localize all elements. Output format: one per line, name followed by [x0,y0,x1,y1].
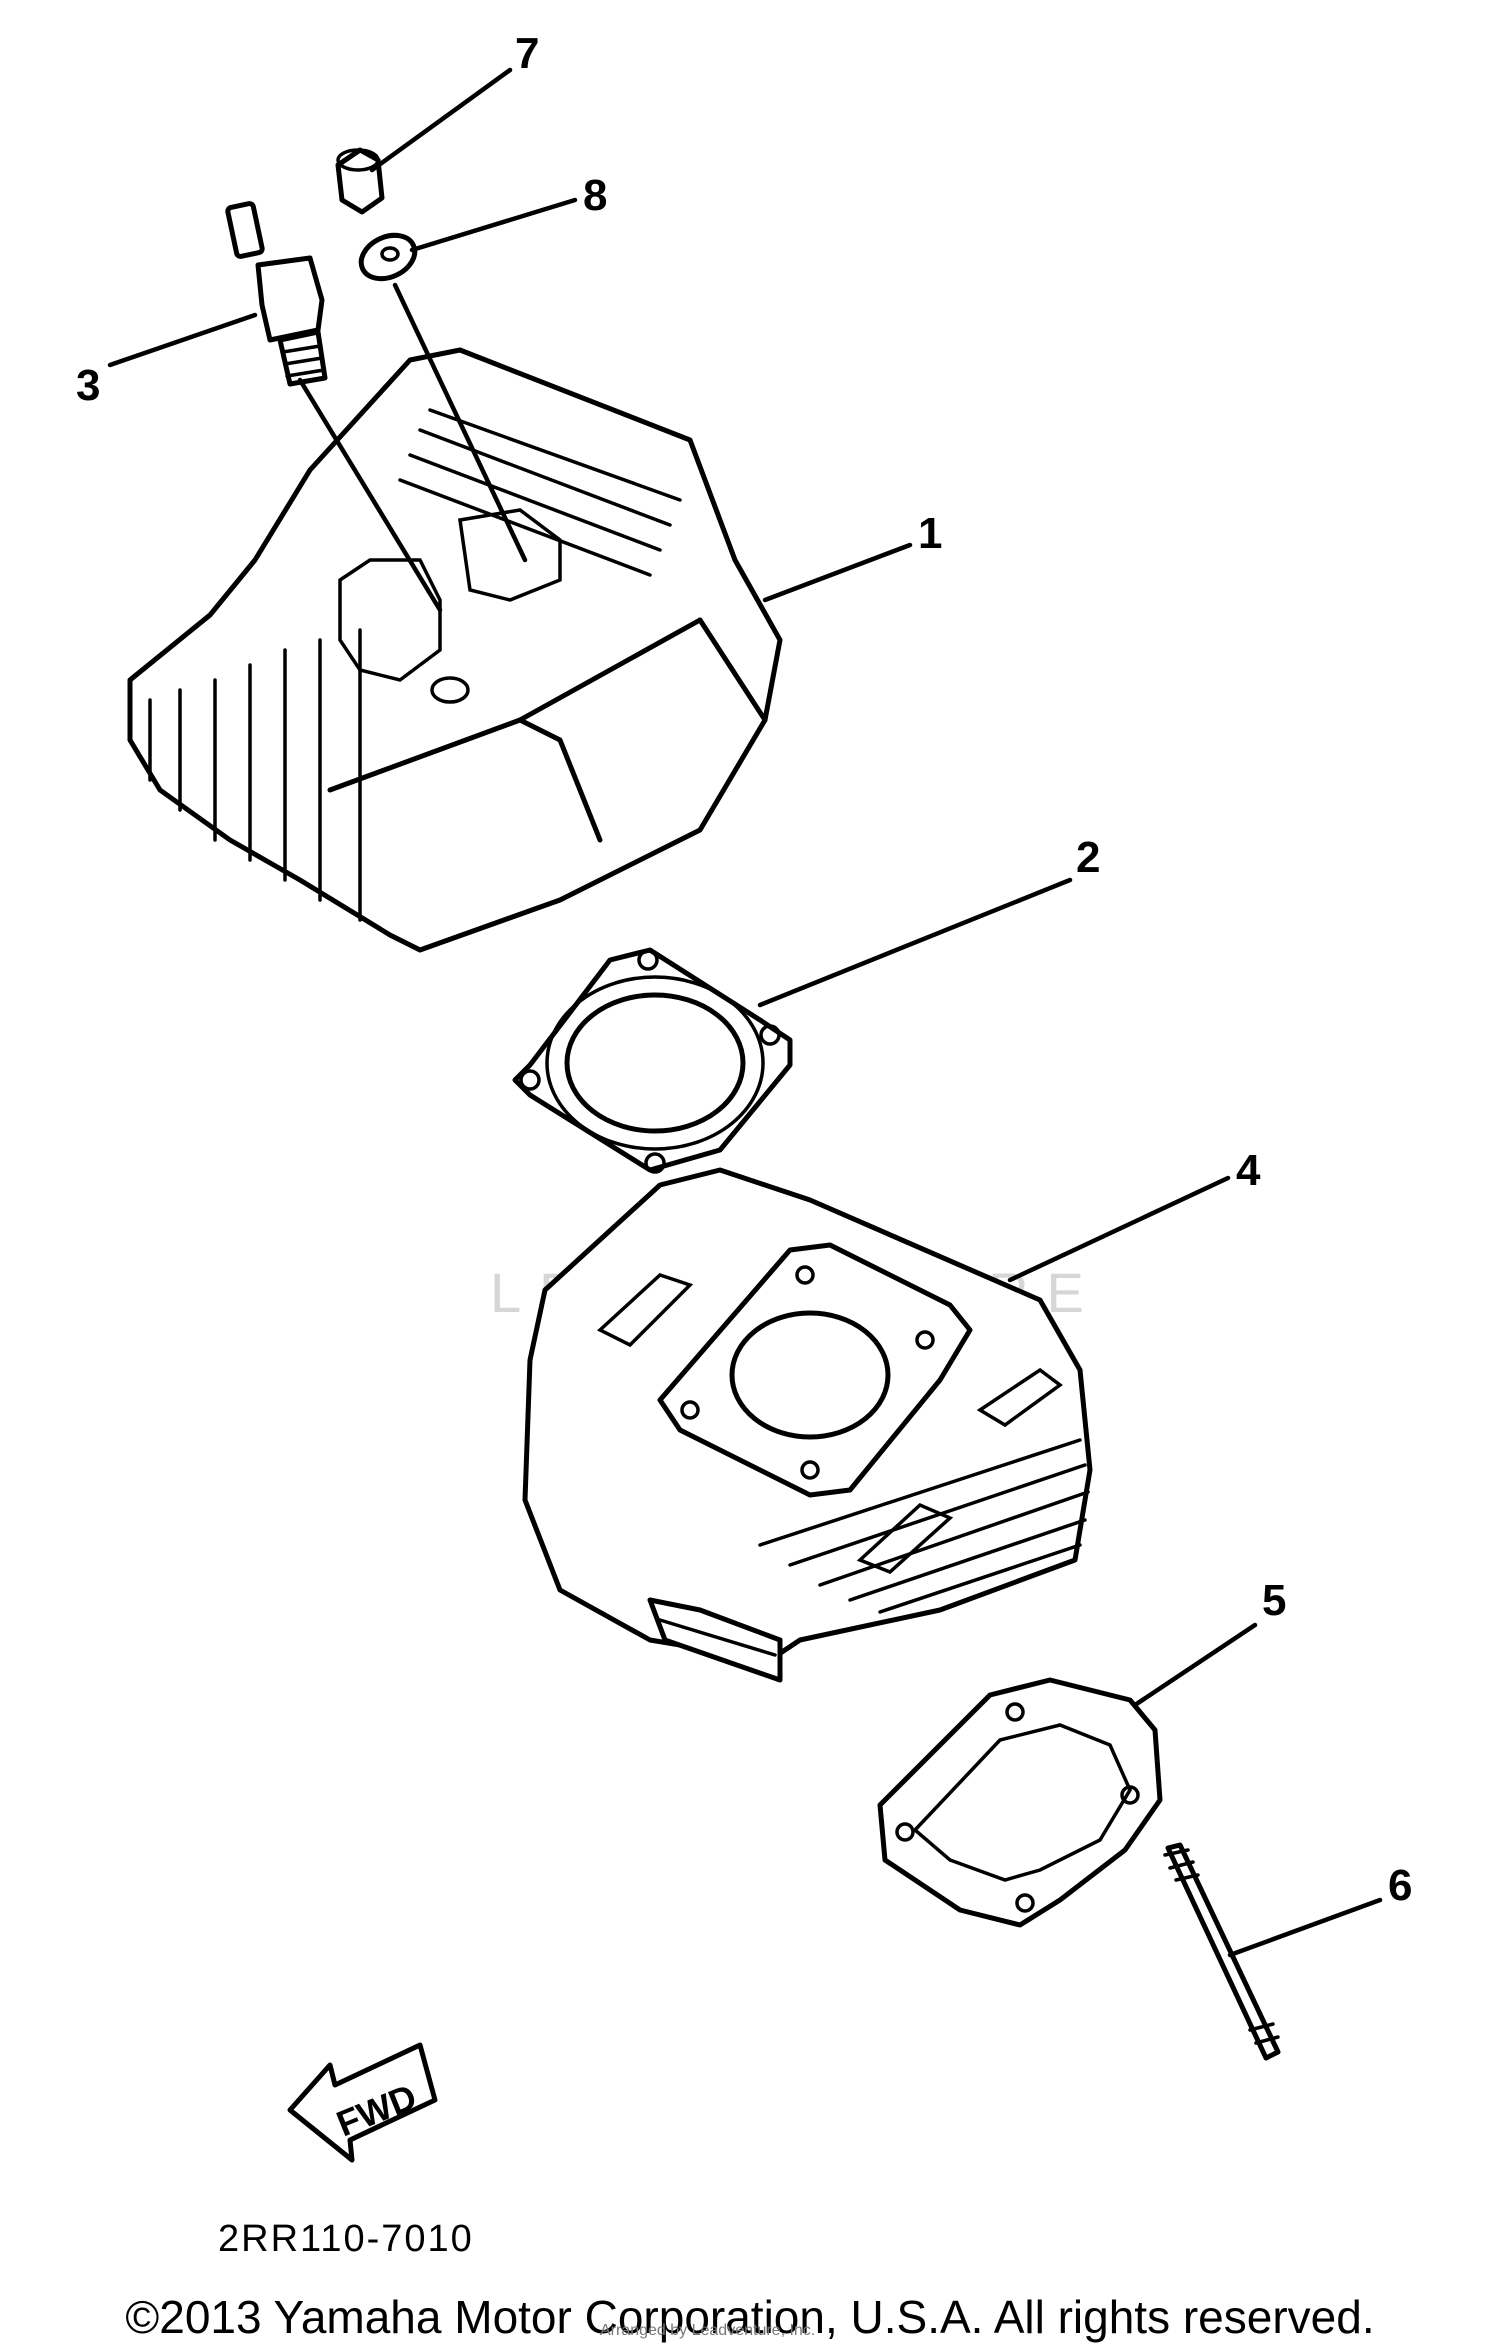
callout-3[interactable]: 3 [76,361,100,410]
fwd-arrow-icon: FWD [287,2042,438,2163]
leader-line-8 [409,197,578,253]
leader-line-1 [762,542,913,603]
callout-2[interactable]: 2 [1076,833,1100,882]
cylinder-part[interactable] [522,1167,1093,1683]
copyright-text: ©2013 Yamaha Motor Corporation, U.S.A. A… [125,2291,1375,2343]
leader-line-8b [392,282,528,563]
base-gasket-part[interactable] [877,1677,1163,1928]
leader-line-4 [1007,1175,1231,1283]
fineprint-text: Arranged by Leadventure, Inc. [600,2322,816,2339]
leader-line-6 [1227,1897,1383,1958]
head-gasket-part[interactable] [512,947,793,1174]
callout-8[interactable]: 8 [583,171,607,220]
callout-1[interactable]: 1 [918,509,942,558]
leader-line-7 [369,67,513,173]
callout-6[interactable]: 6 [1388,1861,1412,1910]
spark-plug-part[interactable] [225,201,328,387]
stud-bolt-part[interactable] [1163,1842,1281,2061]
leader-line-5 [1132,1622,1258,1708]
leader-line-3 [107,312,258,368]
callout-5[interactable]: 5 [1262,1576,1286,1625]
diagram-code: 2RR110-7010 [218,2218,474,2260]
leader-line-2 [757,877,1073,1008]
callout-4[interactable]: 4 [1236,1146,1261,1195]
cylinder-head-part[interactable] [127,347,783,953]
washer-part[interactable] [354,227,422,287]
callout-7[interactable]: 7 [515,29,539,78]
nut-part[interactable] [335,147,385,215]
leader-line-3b [297,377,443,613]
